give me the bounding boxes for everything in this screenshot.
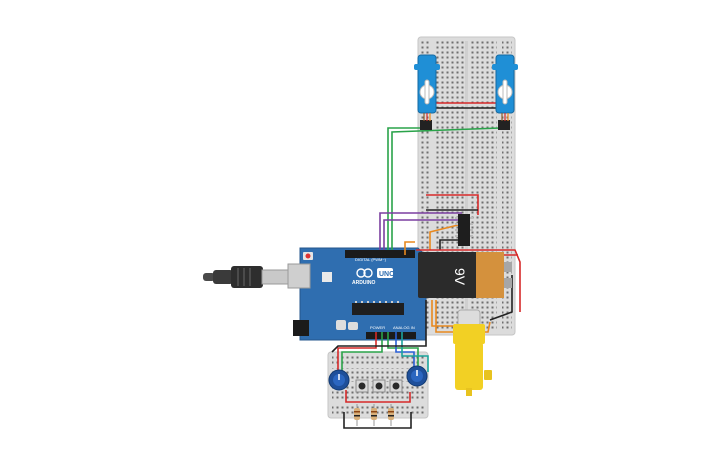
wire-pot-left-signal <box>341 332 383 372</box>
power-header-label: POWER <box>370 325 385 330</box>
resistors <box>354 404 394 426</box>
wire-small-board-ground <box>343 412 412 429</box>
resistor-3[interactable] <box>388 404 394 426</box>
wire-driver-enable <box>429 224 459 250</box>
wire-driver-power <box>426 194 479 215</box>
wire-small-board-power <box>345 390 411 403</box>
potentiometer-right[interactable] <box>406 365 428 387</box>
dc-motor[interactable] <box>453 309 492 396</box>
analog-header-label: ANALOG IN <box>393 325 415 330</box>
button-1[interactable] <box>355 379 369 393</box>
wire-pot-left-power <box>337 332 377 372</box>
arduino-uno[interactable]: DIGITAL (PWM~) POWER ANALOG IN ARDUINO U… <box>287 247 427 341</box>
battery-label: 9V <box>452 268 468 286</box>
wire-pot-right-signal <box>387 332 419 368</box>
wire-motor-a <box>431 300 458 327</box>
wire-driver-in2 <box>383 219 460 250</box>
push-buttons <box>355 379 403 393</box>
motor-driver-ic[interactable] <box>455 214 473 246</box>
wire-driver-enable-2 <box>404 241 415 255</box>
wire-ground-small-board <box>331 300 427 353</box>
battery-9v[interactable]: 9V <box>418 252 512 298</box>
button-3[interactable] <box>389 379 403 393</box>
usb-cable <box>203 266 291 288</box>
wire-battery-positive <box>416 249 521 312</box>
wire-button-signal <box>395 332 415 368</box>
servo-2[interactable] <box>492 54 518 130</box>
wire-button-signal-2 <box>401 332 429 372</box>
servo-1[interactable] <box>414 54 440 130</box>
potentiometer-left[interactable] <box>328 369 350 391</box>
button-2[interactable] <box>372 379 386 393</box>
wire-driver-in1 <box>379 212 462 250</box>
wire-servo-2-signal <box>391 127 501 250</box>
wire-servo-1-signal <box>387 127 426 250</box>
arduino-brand-label: ARDUINO <box>352 280 375 286</box>
resistor-2[interactable] <box>371 404 377 426</box>
resistor-1[interactable] <box>354 404 360 426</box>
arduino-model-label: UNO <box>379 271 395 278</box>
digital-header-label: DIGITAL (PWM~) <box>355 257 387 262</box>
